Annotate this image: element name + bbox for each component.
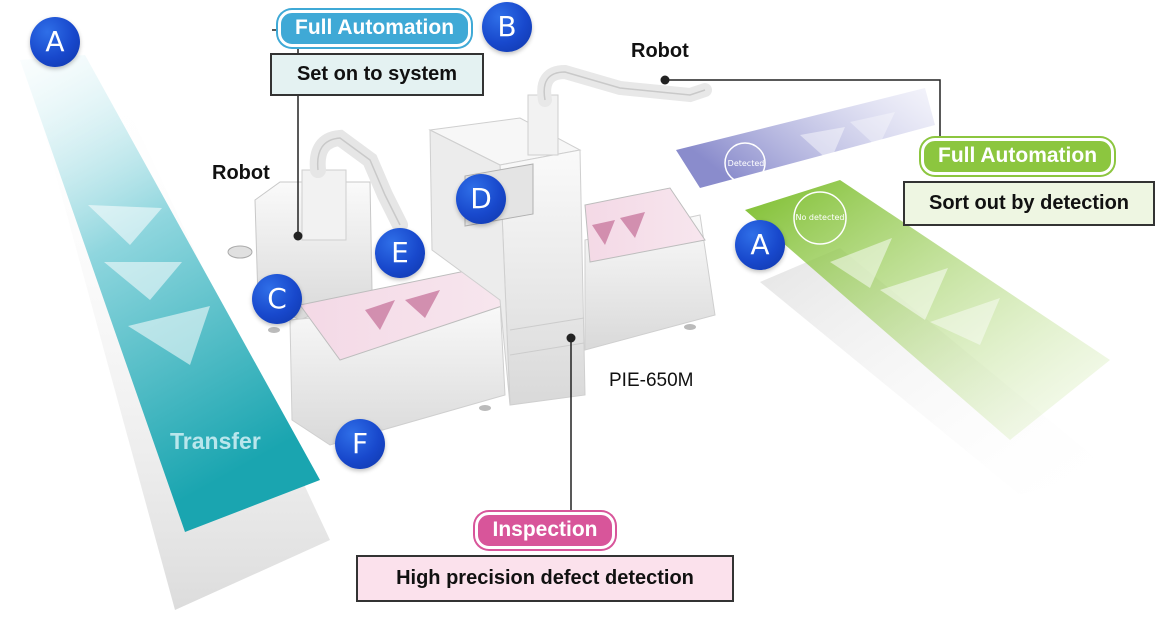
badge-e: E [375,228,425,278]
belt-left-arrow-1 [365,300,395,330]
no-detected-arrow-1 [830,238,892,288]
detected-strip [676,88,935,188]
callout-inspection: Inspection High precision defect detecti… [356,512,734,602]
callout-inspection-title: Inspection [475,512,615,549]
transfer-arrow-1 [88,205,162,245]
badge-f: F [335,419,385,469]
right-robot-arm [537,64,712,107]
badge-c: C [252,274,302,324]
left-robot-column [301,169,347,241]
callout-set-on: Full Automation Set on to system [270,10,484,96]
model-label: PIE-650M [609,370,694,391]
belt-right [584,187,706,263]
badge-a-left: A [30,17,80,67]
no-detected-circle [793,191,847,245]
belt-left-arrow-2 [405,290,440,318]
callout-sort-out: Full Automation Sort out by detection [903,138,1157,226]
detected-arrow-1 [800,127,845,162]
callout-set-on-title: Full Automation [278,10,472,47]
callout-set-on-text: Set on to system [270,53,484,96]
transfer-arrow-3 [128,306,210,365]
detected-label: Detected [727,159,765,168]
no-detected-arrow-2 [880,268,948,320]
no-detected-arrow-3 [930,298,1000,345]
robot-left-label: Robot [212,162,270,184]
detected-circle [724,142,766,184]
no-detected-label: No detected [795,213,845,222]
badge-a-right: A [735,220,785,270]
callout-sort-out-text: Sort out by detection [903,181,1155,226]
detected-arrow-2 [850,112,895,148]
callout-inspection-text: High precision defect detection [356,555,734,602]
belt-right-arrow-2 [620,212,645,238]
transfer-label: Transfer [170,428,261,454]
robot-right-label: Robot [631,40,689,62]
callout-sort-out-title: Full Automation [921,138,1115,175]
badge-d: D [456,174,506,224]
leader-robot-right [665,79,941,150]
belt-right-arrow-1 [592,220,615,245]
transfer-strip [20,55,320,532]
transfer-arrow-2 [104,262,182,300]
badge-b: B [482,2,532,52]
left-handwheel [227,245,253,259]
